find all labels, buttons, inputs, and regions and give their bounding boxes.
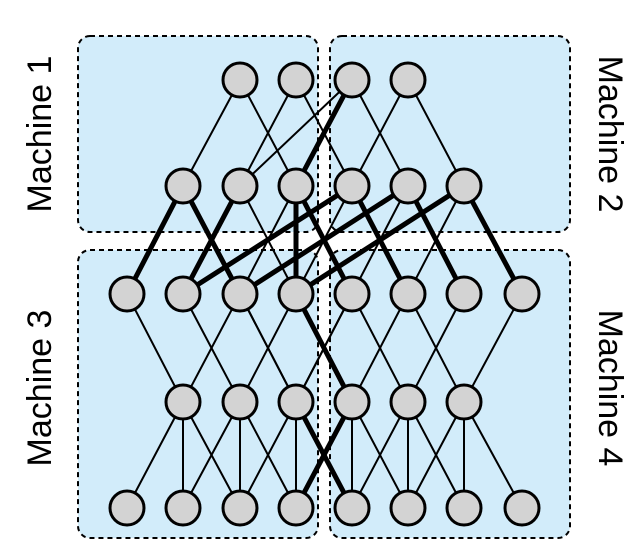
edge [351, 401, 409, 509]
network-node [389, 167, 427, 205]
bold-edge [293, 183, 467, 297]
machine-3-label: Machine 3 [21, 310, 59, 467]
network-node [221, 275, 259, 313]
bold-edge [293, 77, 355, 189]
edge [351, 293, 409, 403]
network-node [445, 489, 483, 527]
network-node [445, 383, 483, 421]
network-node [333, 167, 371, 205]
network-node [333, 61, 371, 99]
edge [126, 401, 184, 509]
network-node [389, 275, 427, 313]
network-node [221, 489, 259, 527]
edge [239, 293, 297, 403]
network-node [389, 383, 427, 421]
network-node [503, 489, 541, 527]
network-node [221, 167, 259, 205]
edge [239, 79, 297, 187]
network-node [164, 383, 202, 421]
network-node [164, 489, 202, 527]
network-node [277, 61, 315, 99]
edge [407, 293, 465, 403]
edge [463, 293, 523, 403]
network-node [277, 167, 315, 205]
network-node [221, 383, 259, 421]
network-node [389, 61, 427, 99]
edge [407, 79, 465, 187]
network-node [333, 275, 371, 313]
network-node [277, 489, 315, 527]
bold-edge [293, 399, 355, 511]
partition-machine-2 [329, 35, 571, 233]
bold-edge [124, 183, 186, 297]
edge [407, 401, 465, 509]
edge [295, 293, 353, 403]
bold-edge [180, 183, 243, 297]
edges [124, 77, 525, 511]
machine-2-label: Machine 2 [591, 56, 629, 213]
partition-machine-1 [77, 35, 319, 233]
bold-edge [461, 183, 525, 297]
edge [351, 79, 409, 187]
machine-4-label: Machine 4 [591, 310, 629, 467]
bold-edge [237, 183, 411, 297]
edge [182, 79, 241, 187]
network-node [164, 275, 202, 313]
edge [126, 293, 184, 403]
bold-edge [180, 183, 355, 297]
edge [182, 401, 241, 509]
network-node [221, 61, 259, 99]
nodes [108, 61, 541, 527]
network-node [108, 489, 146, 527]
network-node [277, 383, 315, 421]
network-node [333, 489, 371, 527]
machine-1-label: Machine 1 [21, 56, 59, 213]
network-node [277, 275, 315, 313]
edge [463, 401, 523, 509]
network-node [445, 167, 483, 205]
network-node [445, 275, 483, 313]
bold-edge [405, 183, 467, 297]
network-node [108, 275, 146, 313]
partition-boxes [77, 35, 571, 539]
network-node [503, 275, 541, 313]
edge [182, 293, 241, 403]
network-node [333, 383, 371, 421]
network-node [164, 167, 202, 205]
edge [239, 401, 297, 509]
network-node [389, 489, 427, 527]
edge [239, 79, 353, 187]
